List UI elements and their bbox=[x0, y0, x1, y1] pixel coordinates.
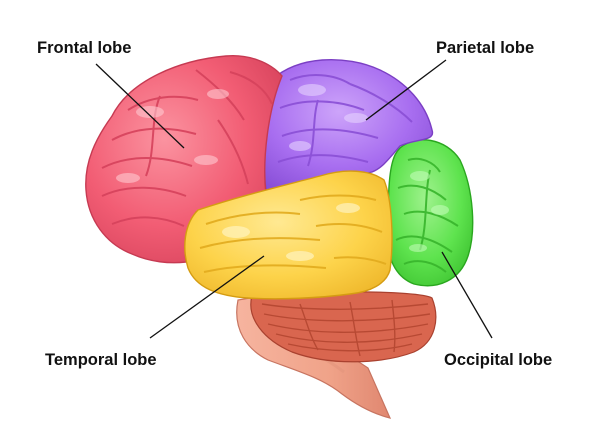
frontal-lobe bbox=[85, 55, 283, 264]
occipital-lobe bbox=[387, 139, 474, 287]
occipital-lobe-label: Occipital lobe bbox=[444, 351, 552, 369]
temporal-lobe bbox=[184, 170, 393, 300]
frontal-leader-line bbox=[95, 63, 185, 149]
cerebellum bbox=[250, 291, 437, 363]
parietal-leader-line bbox=[365, 59, 447, 121]
parietal-lobe-label: Parietal lobe bbox=[436, 39, 534, 57]
temporal-leader-line bbox=[149, 255, 265, 339]
frontal-lobe-label: Frontal lobe bbox=[37, 39, 131, 57]
temporal-lobe-label: Temporal lobe bbox=[45, 351, 157, 369]
occipital-leader-line bbox=[441, 251, 493, 339]
parietal-lobe bbox=[262, 58, 434, 191]
